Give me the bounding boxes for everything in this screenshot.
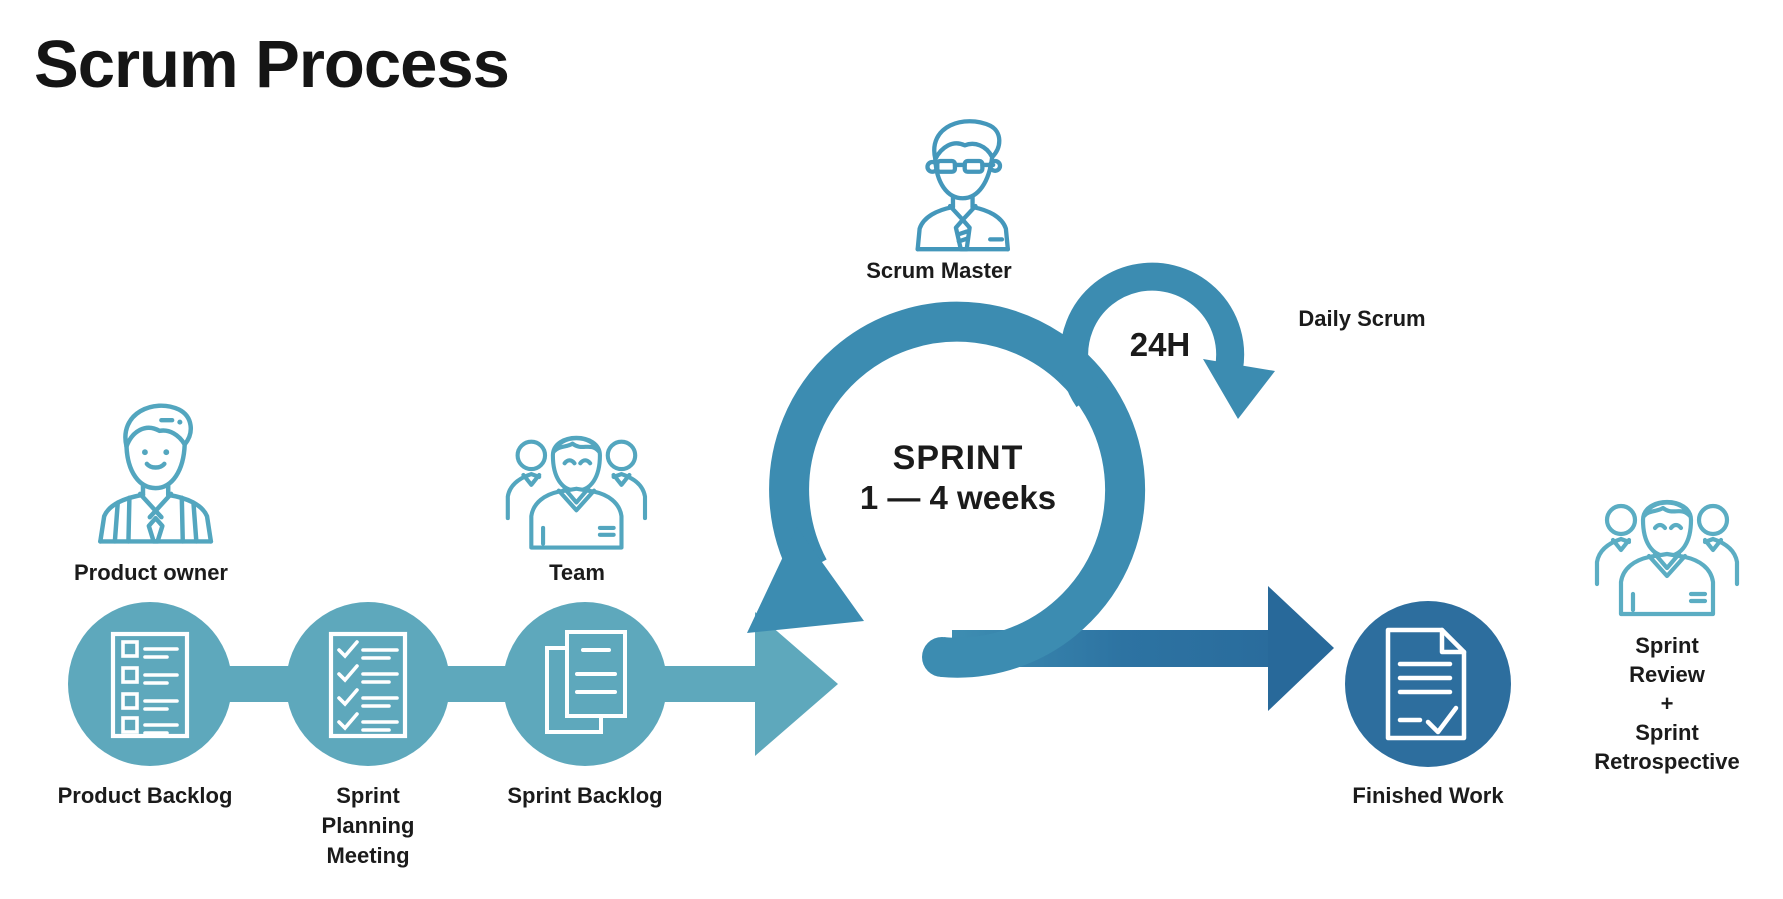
checked-list-icon (328, 631, 408, 739)
team-icon (508, 438, 645, 548)
sprint-loop-ring (747, 301, 1146, 678)
checkbox-list-icon (110, 631, 190, 739)
product-owner-label: Product owner (73, 560, 228, 585)
sprint-backlog-label: Sprint Backlog (507, 783, 663, 808)
sprint-planning-line: Planning (321, 813, 415, 838)
closing-line: Review (1629, 662, 1705, 687)
scrum-master-label: Scrum Master (866, 258, 1012, 283)
closing-label: Sprint Review + Sprint Retrospective (1557, 631, 1777, 776)
page-title: Scrum Process (34, 27, 510, 102)
sprint-loop-text: SPRINT 1 — 4 weeks (808, 438, 1108, 518)
review-team-icon (1597, 502, 1737, 614)
approved-document-icon (1385, 627, 1467, 741)
sprint-loop-arrowhead (747, 527, 864, 633)
chain-arrowhead (755, 612, 838, 756)
sprint-planning-line: Meeting (326, 843, 410, 868)
daily-scrum-arrowhead (1203, 359, 1275, 419)
finished-work-label: Finished Work (1352, 783, 1504, 808)
sprint-planning-circle (286, 602, 450, 766)
product-backlog-label: Product Backlog (57, 783, 233, 808)
daily-scrum-loop (1060, 262, 1275, 419)
daily-scrum-interval: 24H (1129, 326, 1191, 363)
finished-work-circle (1345, 601, 1511, 767)
sprint-loop-title: SPRINT (892, 439, 1024, 477)
daily-scrum-label: Daily Scrum (1298, 306, 1426, 331)
closing-line: Sprint (1635, 633, 1699, 658)
closing-line: Retrospective (1594, 749, 1740, 774)
sprint-loop-duration: 1 — 4 weeks (859, 479, 1057, 516)
closing-line: + (1660, 691, 1674, 716)
sprint-loop-cap (922, 637, 962, 677)
sprint-planning-line: Sprint (336, 783, 400, 808)
scrum-master-icon (915, 119, 1010, 252)
closing-line: Sprint (1635, 720, 1699, 745)
delivery-arrowhead (1268, 586, 1334, 711)
product-owner-icon (98, 403, 214, 544)
documents-icon (545, 630, 627, 734)
backlog-chain (68, 602, 838, 766)
sprint-planning-label: Sprint Planning Meeting (268, 781, 468, 871)
team-label: Team (549, 560, 605, 585)
